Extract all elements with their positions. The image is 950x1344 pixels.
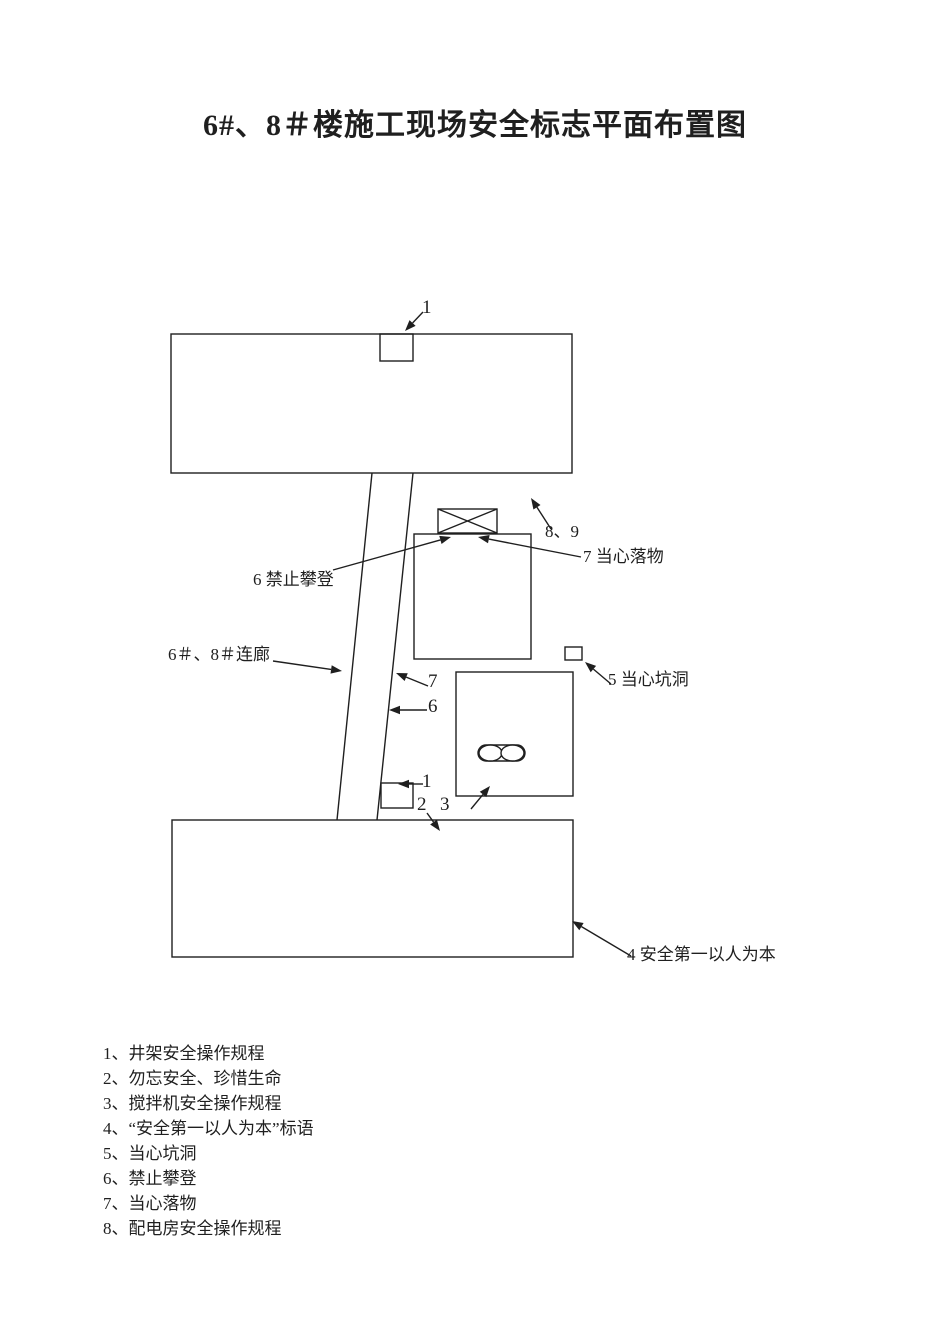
callout-arrow-signs-8-9 — [531, 498, 541, 510]
callout-3: 3 — [440, 794, 450, 815]
callout-pit: 5 当心坑洞 — [608, 670, 689, 689]
callout-arrow-falling-objects — [488, 538, 582, 558]
callout-arrow-hoist-bottom — [398, 779, 409, 789]
callout-arrow-no-climbing — [439, 535, 451, 545]
mixer-symbol — [477, 744, 526, 762]
mixer-drum-right — [500, 744, 525, 762]
crossed-box-diagonal — [437, 508, 498, 534]
callout-safety-first: 4 安全第一以人为本 — [627, 945, 776, 964]
legend-item: 2、勿忘安全、珍惜生命 — [103, 1069, 282, 1088]
callout-arrow-2 — [430, 819, 440, 831]
callout-arrow-pit — [592, 668, 612, 685]
lower-building-outline — [171, 819, 574, 958]
pit-marker-box — [564, 646, 583, 661]
crossed-box — [437, 508, 498, 534]
callout-hoist-bottom: 1 — [422, 771, 432, 792]
callout-arrow-7 — [396, 673, 408, 682]
legend-item: 5、当心坑洞 — [103, 1144, 197, 1163]
callout-arrow-safety-first — [572, 921, 584, 931]
callout-arrow-signs-8-9 — [536, 506, 552, 530]
legend-item: 7、当心落物 — [103, 1194, 197, 1213]
callout-arrow-hoist-top — [412, 311, 424, 324]
callout-6: 6 — [428, 696, 438, 717]
legend-item: 4、“安全第一以人为本”标语 — [103, 1119, 314, 1138]
callout-2: 2 — [417, 794, 427, 815]
callout-arrow-6 — [389, 705, 400, 715]
crossed-box-outline — [437, 508, 498, 534]
hoist-box-bottom — [380, 782, 414, 809]
callout-arrow-2 — [426, 812, 435, 823]
mixer-drum-belt — [477, 744, 526, 762]
callout-arrow-safety-first — [581, 926, 632, 957]
page-title: 6#、8＃楼施工现场安全标志平面布置图 — [203, 109, 747, 142]
callout-arrow-3 — [470, 794, 484, 810]
callout-arrow-7 — [405, 676, 429, 687]
callout-arrow-hoist-top — [405, 320, 416, 331]
callout-arrow-pit — [585, 662, 597, 673]
callout-hoist-top: 1 — [422, 297, 432, 318]
legend-item: 3、搅拌机安全操作规程 — [103, 1094, 282, 1113]
callout-falling-objects: 7 当心落物 — [583, 547, 664, 566]
callout-arrow-corridor — [330, 665, 342, 674]
mixer-room-outline — [455, 671, 574, 797]
corridor-line-left — [336, 472, 373, 821]
legend-item: 1、井架安全操作规程 — [103, 1044, 265, 1063]
site-plan-diagram — [170, 311, 632, 958]
legend-item: 8、配电房安全操作规程 — [103, 1219, 282, 1238]
hoist-box-top — [379, 333, 414, 362]
distribution-room-outline — [413, 533, 532, 660]
mixer-drum-left — [478, 744, 503, 762]
corridor-line-right — [376, 472, 414, 821]
callout-arrow-no-climbing — [332, 539, 441, 571]
callout-arrows — [272, 311, 632, 957]
callout-no-climbing: 6 禁止攀登 — [253, 570, 334, 589]
callout-arrow-3 — [479, 786, 490, 798]
legend-list: 1、井架安全操作规程 2、勿忘安全、珍惜生命 3、搅拌机安全操作规程 4、“安全… — [103, 1041, 314, 1241]
upper-building-outline — [170, 333, 573, 474]
callout-arrow-falling-objects — [478, 534, 490, 544]
callout-arrow-corridor — [272, 660, 332, 671]
label-corridor: 6＃、8＃连廊 — [168, 645, 270, 664]
callout-7: 7 — [428, 671, 438, 692]
callout-signs-8-9: 8、9 — [545, 522, 579, 541]
legend-item: 6、禁止攀登 — [103, 1169, 197, 1188]
